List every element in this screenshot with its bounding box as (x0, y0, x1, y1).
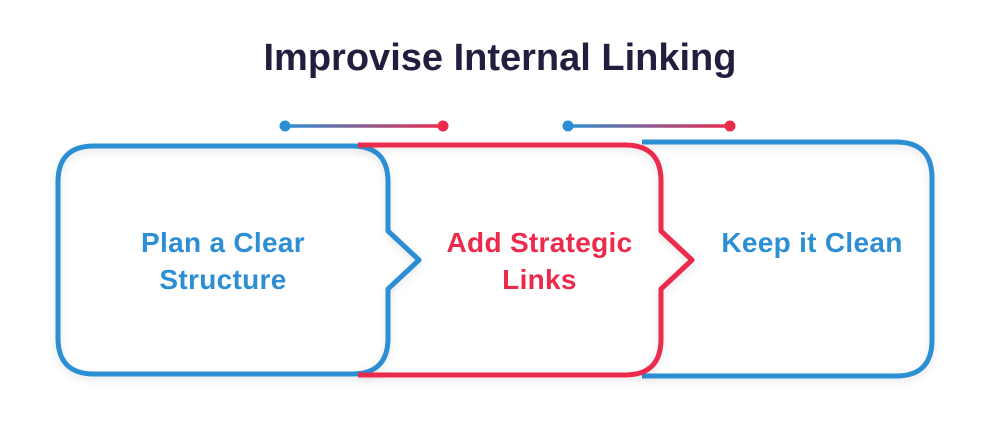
step-2-label: Add Strategic Links (417, 224, 662, 298)
step-3-label: Keep it Clean (692, 224, 932, 261)
step-1-shape (55, 143, 422, 377)
step-1-label: Plan a Clear Structure (58, 224, 388, 298)
step-1-label-line-1: Plan a Clear (141, 227, 305, 258)
step-1-label-line-2: Structure (159, 264, 287, 295)
connector-1-end-dot (437, 120, 449, 132)
connector-2 (562, 120, 736, 132)
connector-2-start-dot (562, 120, 574, 132)
connector-2-end-dot (724, 120, 736, 132)
connector-1-start-dot (279, 120, 291, 132)
step-2-label-line-1: Add Strategic (446, 227, 633, 258)
connector-1 (279, 120, 449, 132)
page-title: Improvise Internal Linking (263, 37, 737, 79)
step-3-label-line-1: Keep it Clean (721, 227, 903, 258)
step-3-shape (642, 139, 935, 379)
step-2-label-line-2: Links (502, 264, 577, 295)
step-2-shape (358, 142, 695, 378)
